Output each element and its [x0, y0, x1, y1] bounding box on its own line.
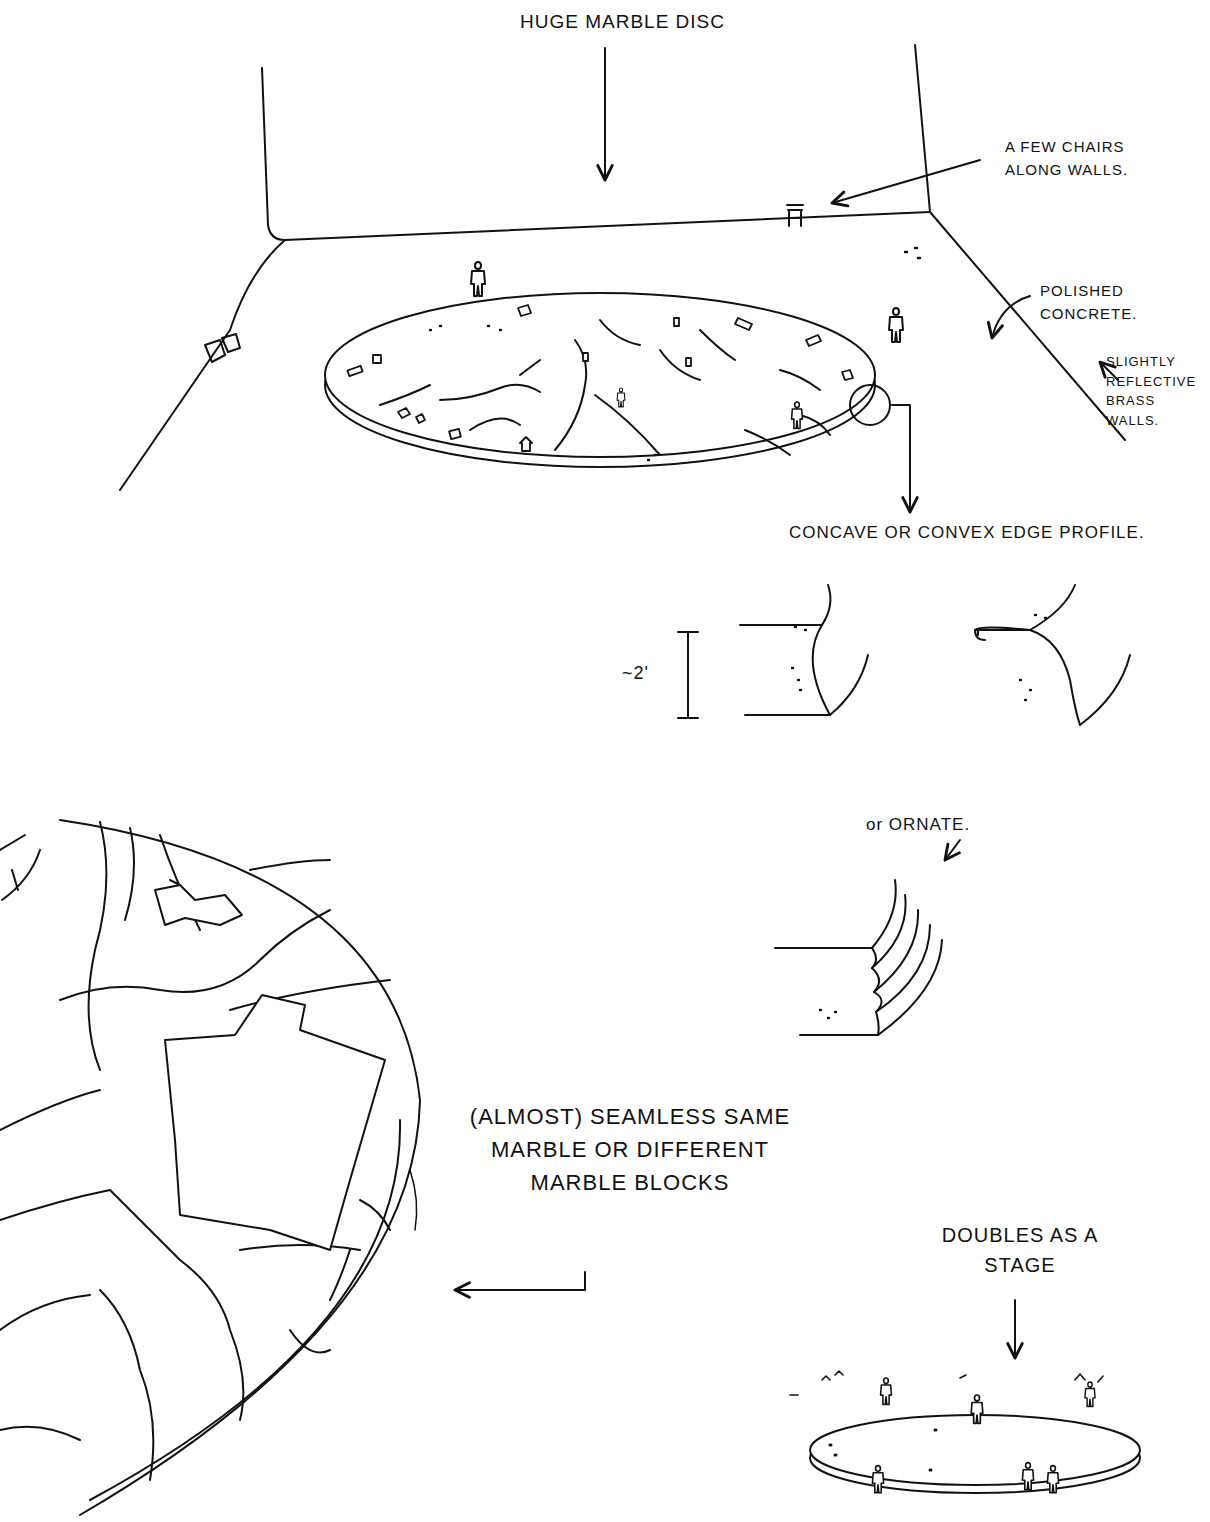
title-label: HUGE MARBLE DISC — [520, 8, 780, 37]
floor-note: POLISHED CONCRETE. — [1040, 280, 1170, 325]
stage-note: DOUBLES AS A STAGE — [925, 1220, 1115, 1280]
dimension-label: ~2' — [622, 660, 682, 687]
walls-note: SLIGHTLY REFLECTIVE BRASS WALLS. — [1106, 352, 1204, 430]
ornate-note: or ORNATE. — [866, 812, 1026, 838]
marble-note: (ALMOST) SEAMLESS SAME MARBLE OR DIFFERE… — [460, 1100, 800, 1199]
edge-profile-note: CONCAVE OR CONVEX EDGE PROFILE. — [789, 520, 1204, 546]
chairs-note: A FEW CHAIRS ALONG WALLS. — [1005, 136, 1175, 181]
